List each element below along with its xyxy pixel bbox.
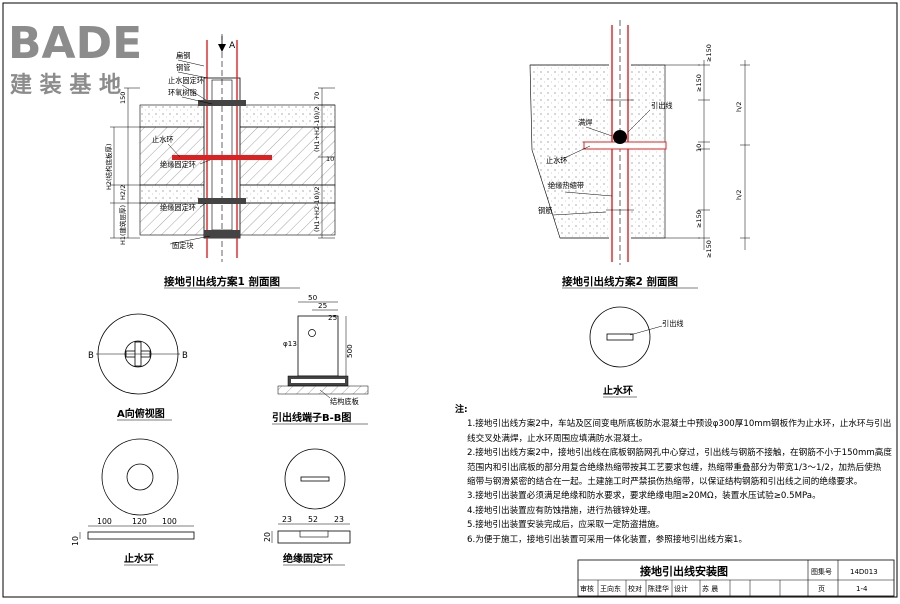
dim-insul-23a: 23 <box>282 515 292 524</box>
callout-5: 止水环 <box>152 135 174 144</box>
dim-s2-150-b: ≥150 <box>695 210 703 228</box>
dim-ring-100b: 100 <box>162 517 177 526</box>
dim-h2-half: H2/2 <box>119 185 127 200</box>
dim-ring-10: 10 <box>71 536 80 546</box>
title-block: 接地引出线安装图 图集号 14D013 审核 王向东 校对 陈建华 设计 苏 晨… <box>577 559 895 597</box>
dim-bb-500: 500 <box>345 344 354 358</box>
dim-insul-52: 52 <box>308 515 318 524</box>
ring-insul-title: 绝缘固定环 <box>283 552 333 565</box>
section1-title: 接地引出线方案1 剖面图 <box>164 275 280 288</box>
note-line-4: 范围内和引出底板的部分用复合绝缘热缩带按其工艺要求包缠，热缩带重叠部分为带宽1/… <box>467 462 882 473</box>
callout-8: 固定块 <box>172 241 194 250</box>
section2-drawing: 引出线 满焊 止水环 绝缘热缩带 钢筋 ≥150 ≥150 <box>529 20 750 289</box>
logo-brand: BADE <box>8 18 142 69</box>
callout-shrink: 绝缘热缩带 <box>548 181 584 190</box>
reviewer: 王向东 <box>600 584 621 593</box>
callout-lead: 引出线 <box>651 101 673 110</box>
dim-s2-10: 10 <box>695 144 703 152</box>
callout-weld: 满焊 <box>578 118 592 127</box>
dim-h1: H1(建筑层厚) <box>118 205 127 245</box>
dim-insul-23b: 23 <box>334 515 344 524</box>
dim-insul-20: 20 <box>263 532 272 542</box>
callout-7: 绝缘固定环 <box>160 203 196 212</box>
designer: 苏 晨 <box>702 584 718 593</box>
section1-drawing: A 扁钢 钢管 止水固定环 环氧树脂 止水环 绝缘固定环 绝缘固定环 固定块 <box>104 34 336 289</box>
note-line-8: 5.接地引出装置安装完成后，应采取一定防盗措施。 <box>467 520 665 531</box>
note-line-9: 6.为便于施工，接地引出装置可采用一体化装置，参照接地引出线方案1。 <box>467 534 748 545</box>
view-a-title: A向俯视图 <box>117 407 165 420</box>
dim-ring-100a: 100 <box>97 517 112 526</box>
review-label: 审核 <box>580 584 594 593</box>
terminal-bb-drawing: 50 25 25 500 φ13 结构底板 引出线端子B-B图 <box>272 293 369 425</box>
callout-3: 止水固定环 <box>168 76 204 85</box>
note-line-7: 4.接地引出装置应有防蚀措施，进行热镀锌处理。 <box>467 505 656 516</box>
ring-insul-drawing: 23 52 23 20 绝缘固定环 <box>263 448 351 566</box>
water-ring-small-title: 止水环 <box>603 384 633 397</box>
atlas-label: 图集号 <box>811 567 832 576</box>
checker: 陈建华 <box>648 584 669 593</box>
dim-70: 70 <box>313 92 321 100</box>
water-ring-small-drawing: 引出线 止水环 <box>589 306 684 398</box>
dim-top-half: (H1+H2-10)/2 <box>313 106 321 152</box>
dim-s2-150-c: ≥150 <box>705 44 713 62</box>
dim-bb-50: 50 <box>308 293 318 302</box>
atlas-no: 14D013 <box>850 568 878 576</box>
ring-stop-title: 止水环 <box>124 552 154 565</box>
dim-bb-25: 25 <box>318 301 327 310</box>
view-marker-a: A <box>229 41 236 51</box>
section2-title: 接地引出线方案2 剖面图 <box>562 275 678 288</box>
view-a-right-label: B <box>182 351 188 361</box>
dim-h-half-b: h/2 <box>735 190 743 200</box>
callout-rebar: 钢筋 <box>538 206 552 215</box>
check-label: 校对 <box>628 584 642 593</box>
note-line-6: 3.接地引出装置必须满足绝缘和防水要求，要求绝缘电阻≥20MΩ，装置水压试验≥0… <box>467 491 821 502</box>
terminal-bb-title: 引出线端子B-B图 <box>272 411 351 424</box>
design-label: 设计 <box>674 584 688 593</box>
dim-h2: H2(结构底板厚) <box>104 143 113 190</box>
dim-h-half-a: h/2 <box>735 102 743 112</box>
callout-4: 环氧树脂 <box>168 88 197 97</box>
dim-ring-120: 120 <box>132 517 147 526</box>
callout-1: 扁钢 <box>176 51 190 60</box>
view-a-left-label: B <box>88 351 94 361</box>
page-no: 1-4 <box>856 585 868 593</box>
callout-2: 钢管 <box>176 63 190 72</box>
callout-structure: 结构底板 <box>330 397 359 406</box>
dim-150: 150 <box>119 92 127 104</box>
note-line-2: 线交叉处满焊，止水环周围应填满防水混凝土。 <box>467 433 648 444</box>
view-a-drawing: B B A向俯视图 <box>88 313 188 421</box>
note-line-1: 1.接地引出线方案2中，车站及区间变电所底板防水混凝土中预设φ300厚10mm钢… <box>467 419 892 430</box>
ring-stop-drawing: 100 120 100 10 止水环 <box>71 438 195 566</box>
water-ring-small-callout: 引出线 <box>662 319 684 328</box>
note-line-5: 缩带与钢滑紧密的结合在一起。土建施工时严禁损伤热缩带，以保证结构钢筋和引出线之间… <box>467 477 863 488</box>
page-label: 页 <box>818 585 825 593</box>
dim-bottom-half: (H1+H2-10)/2 <box>313 186 321 232</box>
note-line-3: 2.接地引出线方案2中，接地引出线在底板钢筋网孔中心穿过，引出线与钢筋不接触，在… <box>467 448 892 459</box>
dim-bb-25b: 25 <box>328 313 337 322</box>
bade-logo: BADE 建 装 基 地 <box>8 18 142 98</box>
dim-bb-phi: φ13 <box>283 339 297 348</box>
callout-waterstop: 止水环 <box>546 156 568 165</box>
notes-heading: 注: <box>455 405 468 415</box>
logo-tagline: 建 装 基 地 <box>10 73 121 98</box>
drawing-title: 接地引出线安装图 <box>640 564 728 578</box>
notes-block: 注: 1.接地引出线方案2中，车站及区间变电所底板防水混凝土中预设φ300厚10… <box>455 403 892 547</box>
dim-s2-150-a: ≥150 <box>695 74 703 92</box>
dim-s2-150-d: ≥150 <box>705 240 713 258</box>
dim-10: 10 <box>326 155 334 163</box>
callout-6: 绝缘固定环 <box>160 160 196 169</box>
